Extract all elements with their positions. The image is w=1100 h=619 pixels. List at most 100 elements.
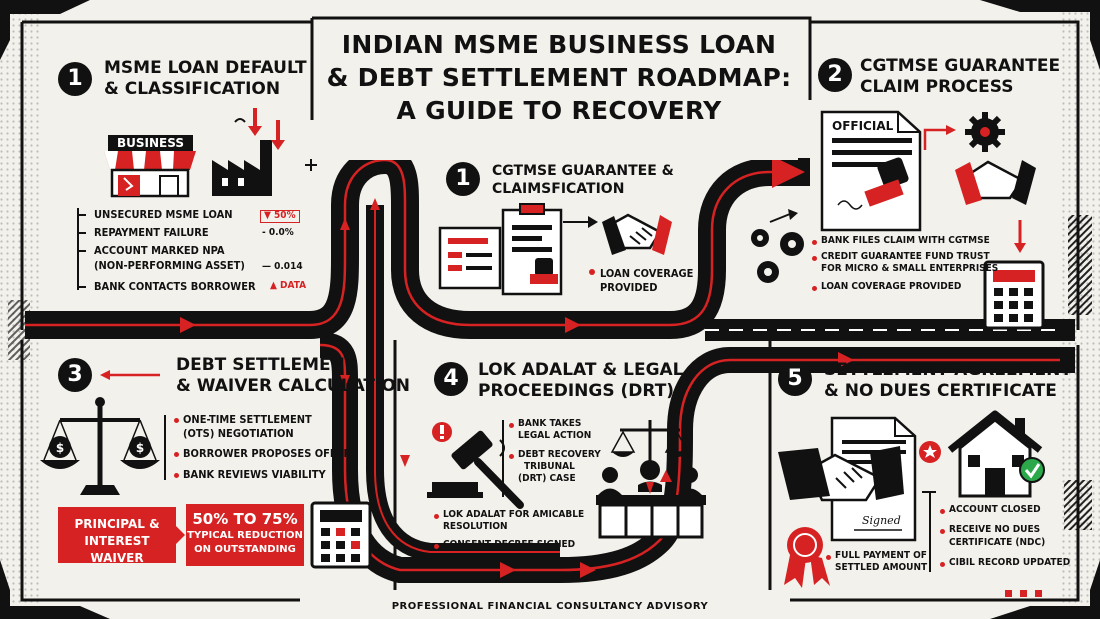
s2-item-2: CREDIT GUARANTEE FUND TRUST bbox=[812, 251, 990, 263]
step-badge-2: 2 bbox=[818, 58, 852, 92]
title-line-3: A GUIDE TO RECOVERY bbox=[396, 96, 722, 125]
s3-item-1: ONE-TIME SETTLEMENT bbox=[174, 414, 312, 426]
mid-section-title: CGTMSE GUARANTEE & CLAIMSFICATION bbox=[492, 162, 674, 198]
s5-item-6-text: CIBIL RECORD UPDATED bbox=[949, 557, 1071, 568]
step-badge-mid: 1 bbox=[446, 162, 480, 196]
s2-item-4-text: LOAN COVERAGE PROVIDED bbox=[821, 281, 962, 292]
scales-icon: $ $ bbox=[40, 397, 160, 495]
step-badge-1: 1 bbox=[58, 62, 92, 96]
s3-item-3: BORROWER PROPOSES OFFER bbox=[174, 448, 351, 460]
calculator-icon bbox=[983, 220, 1045, 330]
s4-item-8: CONSENT DECREE SIGNED bbox=[434, 539, 576, 551]
mid-note: LOAN COVERAGE PROVIDED bbox=[600, 267, 693, 295]
section-5-title-line-2: & NO DUES CERTIFICATE bbox=[824, 381, 1057, 401]
house-icon bbox=[947, 410, 1043, 498]
s1-item-1: UNSECURED MSME LOAN bbox=[94, 208, 233, 221]
s3-item-2: (OTS) NEGOTIATION bbox=[183, 427, 294, 440]
section-1-title: MSME LOAN DEFAULT & CLASSIFICATION bbox=[104, 58, 307, 100]
mid-title-line-2: CLAIMSFICATION bbox=[492, 181, 625, 197]
section-5-title-line-1: SETTLEMENT AGREEMENT bbox=[824, 360, 1072, 380]
handshake-icon bbox=[602, 213, 672, 255]
dots-decoration bbox=[1005, 590, 1042, 597]
s1-stat-2: - 0.0% bbox=[262, 227, 294, 238]
reduction-box-line-3: ON OUTSTANDING bbox=[194, 544, 296, 555]
gear-icon bbox=[965, 112, 1005, 152]
s4-item-8-text: CONSENT DECREE SIGNED bbox=[443, 539, 576, 550]
s1-item-2: REPAYMENT FAILURE bbox=[94, 226, 209, 239]
s4-item-1: BANK TAKES bbox=[509, 418, 581, 430]
s1-item-3: ACCOUNT MARKED NPA bbox=[94, 244, 225, 257]
list-bracket-5 bbox=[922, 491, 936, 572]
shop-icon bbox=[104, 135, 196, 198]
section-3-title: DEBT SETTLEMENT & WAIVER CALCULATION bbox=[176, 355, 410, 397]
section-2-title: CGTMSE GUARANTEE CLAIM PROCESS bbox=[860, 56, 1060, 98]
step-badge-3: 3 bbox=[58, 358, 92, 392]
s5-item-3: ACCOUNT CLOSED bbox=[940, 504, 1041, 516]
section-4-title-line-1: LOK ADALAT & LEGAL bbox=[478, 360, 684, 380]
section-4-title-line-2: PROCEEDINGS (DRT) bbox=[478, 381, 675, 401]
section-1-title-line-2: & CLASSIFICATION bbox=[104, 79, 281, 99]
mid-title-line-1: CGTMSE GUARANTEE & bbox=[492, 163, 674, 179]
section-4-title: LOK ADALAT & LEGAL PROCEEDINGS (DRT) bbox=[478, 360, 684, 402]
check-icon bbox=[1019, 457, 1045, 483]
reduction-box-line-1: 50% TO 75% bbox=[192, 510, 298, 528]
waiver-box-line-2: INTEREST WAIVER bbox=[84, 534, 150, 565]
waiver-box-line-1: PRINCIPAL & bbox=[74, 517, 160, 531]
handshake-icon-3 bbox=[778, 446, 904, 502]
waiver-arrow bbox=[175, 525, 185, 545]
s4-item-7: RESOLUTION bbox=[443, 521, 508, 532]
seal-icon bbox=[784, 527, 830, 588]
s5-item-5: CERTIFICATE (NDC) bbox=[949, 537, 1046, 548]
s2-item-3: FOR MICRO & SMALL ENTERPRISES bbox=[821, 263, 999, 274]
s1-stat-3: — 0.014 bbox=[262, 261, 303, 272]
s1-stat-1: ▼ 50% bbox=[260, 210, 300, 223]
section-5-title: SETTLEMENT AGREEMENT & NO DUES CERTIFICA… bbox=[824, 360, 1072, 402]
signed-label: Signed bbox=[862, 514, 901, 527]
s2-item-4: LOAN COVERAGE PROVIDED bbox=[812, 281, 962, 293]
s5-item-6: CIBIL RECORD UPDATED bbox=[940, 557, 1071, 569]
official-document-icon bbox=[820, 110, 956, 232]
official-label: OFFICIAL bbox=[832, 119, 894, 133]
s4-item-3: DEBT RECOVERY bbox=[509, 449, 601, 461]
step-badge-4: 4 bbox=[434, 362, 468, 396]
s4-item-3-text: DEBT RECOVERY bbox=[518, 449, 601, 460]
section-1-title-line-1: MSME LOAN DEFAULT bbox=[104, 58, 307, 78]
s2-item-1: BANK FILES CLAIM WITH CGTMSE bbox=[812, 235, 990, 247]
s3-item-4: BANK REVIEWS VIABILITY bbox=[174, 469, 326, 481]
s5-item-2: SETTLED AMOUNT bbox=[835, 562, 928, 573]
s3-item-4-text: BANK REVIEWS VIABILITY bbox=[183, 468, 326, 481]
gavel-icon bbox=[427, 430, 524, 509]
factory-icon bbox=[212, 108, 317, 196]
s1-item-5: BANK CONTACTS BORROWER bbox=[94, 280, 256, 293]
shop-sign: BUSINESS bbox=[117, 136, 184, 150]
waiver-box: PRINCIPAL & INTEREST WAIVER bbox=[58, 507, 176, 565]
reduction-box: 50% TO 75% TYPICAL REDUCTION ON OUTSTAND… bbox=[186, 504, 304, 566]
star-badge-icon bbox=[919, 441, 941, 463]
s2-item-2-text: CREDIT GUARANTEE FUND TRUST bbox=[821, 251, 990, 262]
s4-item-6: LOK ADALAT FOR AMICABLE bbox=[434, 509, 584, 521]
s1-item-4: (NON-PERFORMING ASSET) bbox=[94, 259, 245, 272]
clipboard-icon bbox=[438, 203, 598, 296]
alert-icon bbox=[432, 422, 452, 442]
s1-stat-4: ▲ DATA bbox=[270, 280, 307, 291]
step-badge-5: 5 bbox=[778, 362, 812, 396]
gears-small-icon bbox=[751, 209, 804, 283]
section-2-title-line-1: CGTMSE GUARANTEE bbox=[860, 56, 1061, 76]
s4-item-4: TRIBUNAL bbox=[524, 461, 575, 472]
s5-item-4-text: RECEIVE NO DUES bbox=[949, 524, 1041, 535]
section-2-title-line-2: CLAIM PROCESS bbox=[860, 77, 1014, 97]
court-icon bbox=[596, 420, 706, 539]
s4-item-5: (DRT) CASE bbox=[518, 473, 576, 484]
footer-text: PROFESSIONAL FINANCIAL CONSULTANCY ADVIS… bbox=[391, 601, 709, 612]
s5-item-4: RECEIVE NO DUES bbox=[940, 524, 1041, 536]
winding-road bbox=[25, 145, 1075, 583]
s3-item-3-text: BORROWER PROPOSES OFFER bbox=[183, 447, 352, 460]
page-title: INDIAN MSME BUSINESS LOAN & DEBT SETTLEM… bbox=[320, 28, 798, 127]
svg-text:$: $ bbox=[56, 441, 64, 455]
s5-item-1: FULL PAYMENT OF bbox=[826, 550, 927, 562]
section-3-title-line-2: & WAIVER CALCULATION bbox=[176, 376, 411, 396]
title-line-1: INDIAN MSME BUSINESS LOAN bbox=[341, 30, 777, 59]
